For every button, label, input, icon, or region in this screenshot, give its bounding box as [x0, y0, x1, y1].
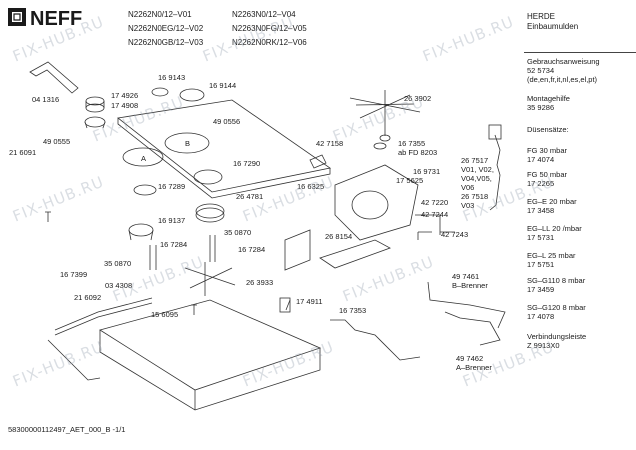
- parts-info-panel: HERDE Einbaumulden Gebrauchsanweisung 52…: [524, 0, 636, 450]
- neff-logo-icon: NEFF: [8, 8, 82, 30]
- nozzle-label: EG–E 20 mbar: [527, 197, 577, 206]
- part-label: 16 7284: [238, 245, 266, 254]
- part-label: 26 8154: [325, 232, 353, 241]
- nozzle-number: 17 5751: [527, 260, 555, 269]
- part-label: 16 9731: [413, 167, 441, 176]
- nozzle-label: EG–LL 20 /mbar: [527, 224, 582, 233]
- brand-text: NEFF: [30, 8, 82, 30]
- part-label: 16 7355: [398, 139, 426, 148]
- part-label: 26 7518: [461, 192, 489, 201]
- part-label: 17 5625: [396, 176, 424, 185]
- part-label: 04 1316: [32, 95, 60, 104]
- gas-valve: [334, 164, 419, 241]
- nozzle-number: 17 5731: [527, 233, 555, 242]
- part-label: 49 0556: [213, 117, 241, 126]
- part-label: A–Brenner: [456, 363, 492, 372]
- spider-part: [349, 90, 421, 122]
- model-item: N2262N0RK/12–V06: [232, 38, 307, 47]
- part-label: 16 9137: [158, 216, 186, 225]
- base-tray: [99, 299, 322, 391]
- part-label: 42 7244: [421, 210, 449, 219]
- category-subtitle: Einbaumulden: [527, 22, 579, 31]
- part-label: V01, V02,: [461, 165, 494, 174]
- document-id: 58300000112497_AET_000_B -1/1: [8, 425, 126, 434]
- part-label: 15 6095: [151, 310, 179, 319]
- part-label: 17 4908: [111, 101, 139, 110]
- models-left: N2262N0/12–V01 N2262N0EG/12–V02 N2262N0G…: [128, 8, 203, 50]
- part-label: 16 7284: [160, 240, 188, 249]
- model-item: N2262N0EG/12–V02: [128, 24, 204, 33]
- connector-number: Z 9913X0: [527, 341, 560, 350]
- nozzles-title: Düsensätze:: [527, 125, 569, 134]
- part-label: 26 3902: [404, 94, 432, 103]
- part-label: V06: [461, 183, 475, 192]
- part-label: 03 4308: [105, 281, 133, 290]
- mounting-label: Montagehilfe: [527, 94, 570, 103]
- burner-mark-b: B: [185, 139, 191, 148]
- divider: [524, 52, 636, 53]
- part-label: 16 7399: [60, 270, 88, 279]
- key-part: [29, 61, 79, 94]
- part-label: 49 7461: [452, 272, 480, 281]
- nozzle-label: SG–G110 8 mbar: [527, 276, 586, 285]
- part-label: 42 7158: [316, 139, 344, 148]
- nozzle-number: 17 4074: [527, 155, 555, 164]
- manual-languages: (de,en,fr,it,nl,es,el,pt): [527, 75, 598, 84]
- part-label: 16 7353: [339, 306, 367, 315]
- part-label: V04,V05,: [461, 174, 492, 183]
- part-label: 16 7289: [158, 182, 186, 191]
- part-label: 49 0555: [43, 137, 71, 146]
- nozzle-label: FG 30 mbar: [527, 146, 568, 155]
- part-label: 16 7290: [233, 159, 261, 168]
- nozzle-label: EG–L 25 mbar: [527, 251, 576, 260]
- manual-label: Gebrauchsanweisung: [527, 57, 600, 66]
- part-label: 16 9143: [158, 73, 186, 82]
- nozzle-number: 17 3459: [527, 285, 555, 294]
- cooktop-plate: [117, 99, 331, 193]
- nozzle-number: 17 2265: [527, 179, 555, 188]
- part-label: 17 4926: [111, 91, 139, 100]
- model-item: N2262N0/12–V01: [128, 10, 192, 19]
- part-label: 26 3933: [246, 278, 274, 287]
- part-label: 42 7220: [421, 198, 449, 207]
- exploded-parts-drawing: [29, 61, 506, 411]
- nozzle-number: 17 4078: [527, 312, 555, 321]
- nozzle-label: SG–G120 8 mbar: [527, 303, 586, 312]
- manual-number: 52 5734: [527, 66, 555, 75]
- model-item: N2262N0GB/12–V03: [128, 38, 204, 47]
- nozzle-label: FG 50 mbar: [527, 170, 568, 179]
- part-label: 35 0870: [104, 259, 132, 268]
- models-right: N2263N0/12–V04 N2263N0FG/12–V05 N2262N0R…: [232, 8, 307, 50]
- mounting-number: 35 9286: [527, 103, 555, 112]
- part-label: 35 0870: [224, 228, 252, 237]
- part-label: ab FD 8203: [398, 148, 438, 157]
- part-label: V03: [461, 201, 475, 210]
- part-label: 16 6325: [297, 182, 325, 191]
- model-item: N2263N0FG/12–V05: [232, 24, 307, 33]
- brand-logo: NEFF: [8, 6, 103, 37]
- nozzle-number: 17 3458: [527, 206, 555, 215]
- part-label: 21 6092: [74, 293, 102, 302]
- category-title: HERDE: [527, 12, 556, 21]
- part-label: 17 4911: [296, 297, 323, 306]
- part-label: 16 9144: [209, 81, 237, 90]
- part-label: 26 7517: [461, 156, 489, 165]
- model-item: N2263N0/12–V04: [232, 10, 296, 19]
- part-label: 49 7462: [456, 354, 484, 363]
- part-label: 42 7243: [441, 230, 469, 239]
- part-label: 21 6091: [9, 148, 37, 157]
- connector-label: Verbindungsleiste: [527, 332, 587, 341]
- part-label: B–Brenner: [452, 281, 488, 290]
- part-label: 26 4781: [236, 192, 264, 201]
- burner-mark-a: A: [141, 154, 147, 163]
